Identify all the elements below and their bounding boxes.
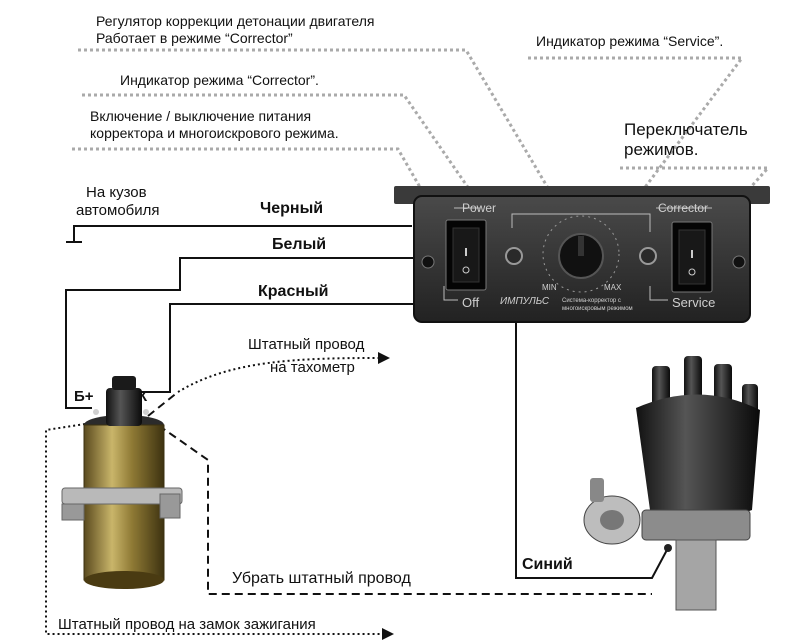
mode-switch-label-2: режимов. xyxy=(624,140,699,159)
tacho-wire-label-2: на тахометр xyxy=(270,359,355,376)
svg-text:MAX: MAX xyxy=(604,283,622,292)
svg-text:MIN: MIN xyxy=(542,283,557,292)
mode-switch-label: Переключатель xyxy=(624,120,748,139)
coil-k-terminal-label: К xyxy=(138,388,148,405)
corrector-device: Power Off Corrector Service MIN MAX ИМПУ… xyxy=(394,186,770,323)
corrector-indicator xyxy=(505,247,523,265)
knock-regulator-label: Регулятор коррекции детонации двигателя xyxy=(96,13,375,29)
body-ground-label: На кузов xyxy=(86,184,147,201)
svg-text:ИМПУЛЬС: ИМПУЛЬС xyxy=(500,296,550,307)
service-indicator-label: Индикатор режима “Service”. xyxy=(536,33,724,49)
svg-text:Power: Power xyxy=(462,201,496,215)
svg-text:Service: Service xyxy=(672,295,715,310)
white-wire-label: Белый xyxy=(272,236,327,253)
coil-plus-terminal-label: Б+ xyxy=(74,388,94,405)
tacho-arrow-icon xyxy=(378,352,390,364)
corrector-indicator-label: Индикатор режима “Corrector”. xyxy=(120,72,319,88)
power-switch-label: Включение / выключение питания xyxy=(90,108,312,124)
knock-regulator-mode-label: Работает в режиме “Corrector” xyxy=(96,30,293,46)
dotted-wires xyxy=(45,357,380,635)
service-indicator xyxy=(639,247,657,265)
remove-wire-label: Убрать штатный провод xyxy=(232,570,411,587)
distributor xyxy=(583,356,760,611)
ignition-wire-label: Штатный провод на замок зажигания xyxy=(58,616,316,633)
power-switch-desc: корректора и многоискрового режима. xyxy=(90,125,339,141)
red-wire-label: Красный xyxy=(258,283,329,300)
tacho-wire-label: Штатный провод xyxy=(248,336,365,353)
svg-text:многоискровым режимом: многоискровым режимом xyxy=(562,306,633,312)
svg-text:Система-корректор с: Система-корректор с xyxy=(562,298,621,304)
body-ground-label-2: автомобиля xyxy=(76,202,160,219)
svg-text:Corrector: Corrector xyxy=(658,201,708,215)
blue-wire-label: Синий xyxy=(522,556,573,573)
svg-text:Off: Off xyxy=(462,295,479,310)
dashed-wires xyxy=(147,391,652,595)
ignition-coil xyxy=(61,376,183,589)
black-wire-label: Черный xyxy=(260,200,324,217)
ignition-arrow-icon xyxy=(382,628,394,640)
